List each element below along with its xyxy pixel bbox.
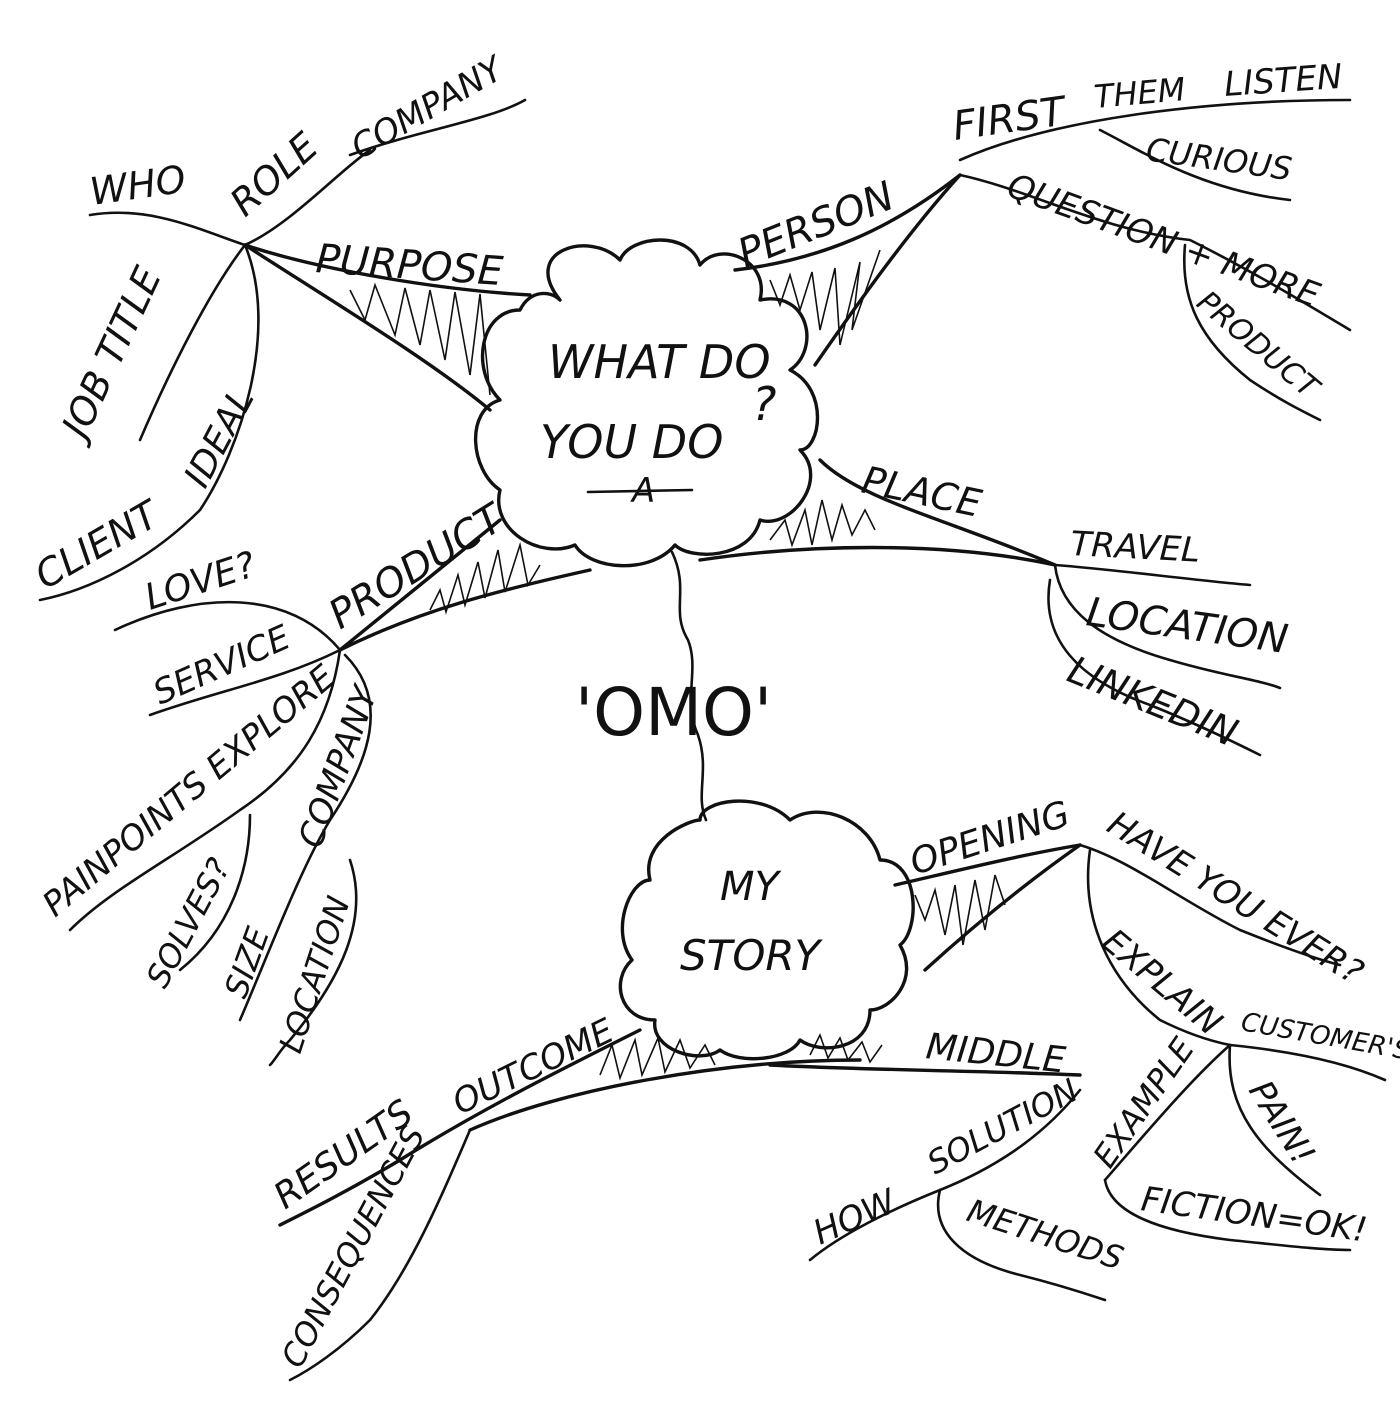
fiction-label: FICTION=OK! — [1139, 1179, 1370, 1250]
branch-middle: MIDDLE HOW SOLUTION METHODS — [768, 1026, 1128, 1302]
solves-line — [178, 813, 252, 972]
middle-label: MIDDLE — [924, 1026, 1068, 1081]
product-branch-upper — [338, 518, 502, 652]
who-underline — [88, 211, 247, 247]
center-omo-label: 'OMO' — [575, 674, 772, 751]
branch-opening: OPENING HAVE YOU EVER? EXPLAIN CUSTOMER'… — [893, 794, 1400, 1252]
linkedin-label: LINKEDIN — [1062, 648, 1244, 756]
who-label: WHO — [87, 157, 188, 214]
pain-label: PAIN! — [1240, 1074, 1322, 1173]
first-label: FIRST — [950, 88, 1071, 150]
curious-line — [1098, 128, 1292, 202]
role-line — [243, 148, 372, 247]
purpose-branch-lower — [243, 243, 492, 412]
jobtitle-label: JOB TITLE — [50, 260, 170, 450]
middle-hatching — [809, 1032, 883, 1064]
person-branch-upper — [733, 173, 962, 272]
example-line — [1103, 1043, 1232, 1182]
ideal-client-line — [38, 243, 260, 602]
company-label: COMPANY — [345, 48, 513, 168]
size-label: SIZE — [217, 921, 278, 1002]
place-branch-upper — [818, 458, 1057, 567]
opening-branch-upper — [893, 843, 1082, 887]
listen-label: LISTEN — [1223, 57, 1344, 105]
have-you-ever-line — [1078, 843, 1342, 967]
ideal-label: IDEAL — [177, 382, 263, 495]
methods-line — [936, 1188, 1107, 1302]
service-underline — [148, 648, 342, 717]
branch-place: PLACE TRAVEL LOCATION LINKEDIN — [698, 458, 1291, 757]
them-label: THEM — [1092, 70, 1186, 116]
results-branch-upper — [278, 1028, 642, 1227]
travel-label: TRAVEL — [1070, 524, 1202, 571]
place-location-label: LOCATION — [1084, 589, 1291, 663]
first-them-listen-underline — [958, 98, 1352, 162]
jobtitle-line — [138, 243, 247, 442]
hub-connector-squiggle — [670, 550, 708, 822]
curious-label: CURIOUS — [1144, 130, 1294, 188]
place-branch-lower — [698, 545, 1057, 567]
person-branch-lower — [813, 173, 962, 367]
hub-top-question-mark: ? — [752, 377, 776, 431]
hub-bottom-line1: MY — [720, 864, 783, 910]
purpose-hatching — [349, 282, 491, 396]
linkedin-line — [1047, 578, 1262, 757]
customers-underline — [1228, 1043, 1387, 1082]
hub-top-line2: YOU DO — [540, 415, 723, 469]
hub-what-do-you-do: WHAT DO YOU DO ? A — [473, 238, 820, 568]
place-hatching — [769, 499, 876, 548]
question-more-label: QUESTION + MORE — [1002, 166, 1325, 316]
hub-top-line1: WHAT DO — [548, 335, 771, 389]
person-hatching — [769, 249, 881, 346]
purpose-branch-upper — [243, 243, 532, 297]
opening-hatching — [914, 874, 1006, 946]
results-branch-lower — [468, 1058, 862, 1132]
explain-line — [1086, 848, 1232, 1047]
role-label: ROLE — [222, 124, 327, 225]
how-label: HOW — [807, 1181, 903, 1253]
customers-label: CUSTOMER'S — [1239, 1007, 1400, 1066]
cloud-outline-top — [473, 238, 820, 568]
hub-bottom-line2: STORY — [680, 931, 824, 980]
hub-my-story: MY STORY — [618, 799, 915, 1061]
travel-underline — [1053, 563, 1252, 587]
product-hatching — [429, 541, 541, 615]
product-location-line — [268, 858, 358, 1067]
example-label: EXAMPLE — [1085, 1030, 1202, 1174]
place-label: PLACE — [858, 458, 985, 526]
product-branch-lower — [338, 568, 592, 652]
explain-label: EXPLAIN — [1094, 921, 1229, 1044]
pain-line — [1228, 1043, 1322, 1197]
hub-top-underline — [586, 488, 694, 494]
middle-branch-line — [768, 1063, 1082, 1077]
branch-person: PERSON FIRST THEM LISTEN CURIOUS QUESTIO… — [732, 57, 1352, 422]
fiction-line — [1103, 1178, 1352, 1252]
painpoints-line — [68, 648, 342, 932]
question-line — [958, 173, 1352, 332]
cloud-outline-bottom — [618, 799, 915, 1061]
opening-label: OPENING — [905, 794, 1075, 884]
company-size-line — [238, 653, 372, 1022]
love-underline — [113, 600, 342, 652]
solution-label: SOLUTION — [921, 1071, 1084, 1182]
product-person-line — [1182, 243, 1322, 422]
company-underline — [348, 98, 527, 157]
location-line — [1053, 563, 1282, 690]
branch-product: PRODUCT LOVE? SERVICE PAINPOINTS EXPLORE… — [35, 494, 592, 1067]
consequences-line — [288, 1128, 472, 1382]
results-hatching — [599, 1035, 716, 1081]
love-label: LOVE? — [140, 544, 261, 618]
purpose-label: PURPOSE — [314, 236, 505, 295]
